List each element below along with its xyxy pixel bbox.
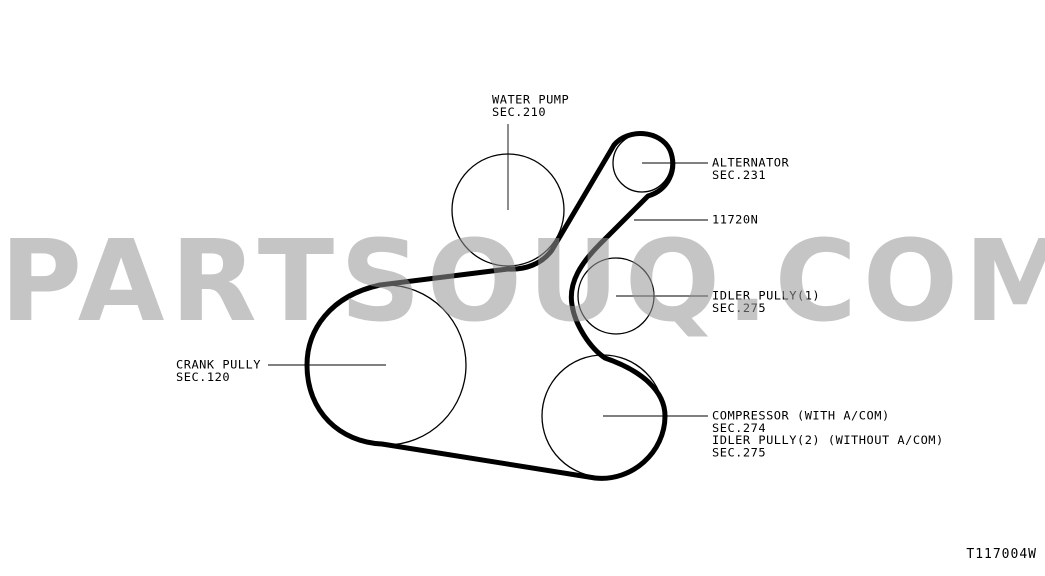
idler-pully-1-label: IDLER PULLY(1) SEC.275 xyxy=(712,290,820,315)
water-pump-label: WATER PUMP SEC.210 xyxy=(492,94,569,119)
crank-pully-section: SEC.120 xyxy=(176,370,231,384)
alternator-section: SEC.231 xyxy=(712,168,767,182)
water-pump-section: SEC.210 xyxy=(492,105,547,119)
compressor-name: COMPRESSOR (WITH A/COM) xyxy=(712,409,890,423)
idler-pully-1-name: IDLER PULLY(1) xyxy=(712,289,821,303)
crank-pully-label: CRANK PULLY SEC.120 xyxy=(176,359,261,384)
drive-belt xyxy=(304,131,676,481)
idler-pully-2-section: SEC.275 xyxy=(712,446,767,460)
compressor-label: COMPRESSOR (WITH A/COM) SEC.274 IDLER PU… xyxy=(712,410,944,459)
belt-part-number: 11720N xyxy=(712,213,759,227)
figure-code: T117004W xyxy=(966,547,1037,562)
belt-part-label: 11720N xyxy=(712,214,758,226)
water-pump-name: WATER PUMP xyxy=(492,93,570,107)
alternator-name: ALTERNATOR xyxy=(712,156,790,170)
compressor-section: SEC.274 xyxy=(712,421,767,435)
crank-pully-name: CRANK PULLY xyxy=(176,358,261,372)
idler-pully-1-section: SEC.275 xyxy=(712,301,767,315)
alternator-label: ALTERNATOR SEC.231 xyxy=(712,157,789,182)
idler-pully-2-name: IDLER PULLY(2) (WITHOUT A/COM) xyxy=(712,433,944,448)
